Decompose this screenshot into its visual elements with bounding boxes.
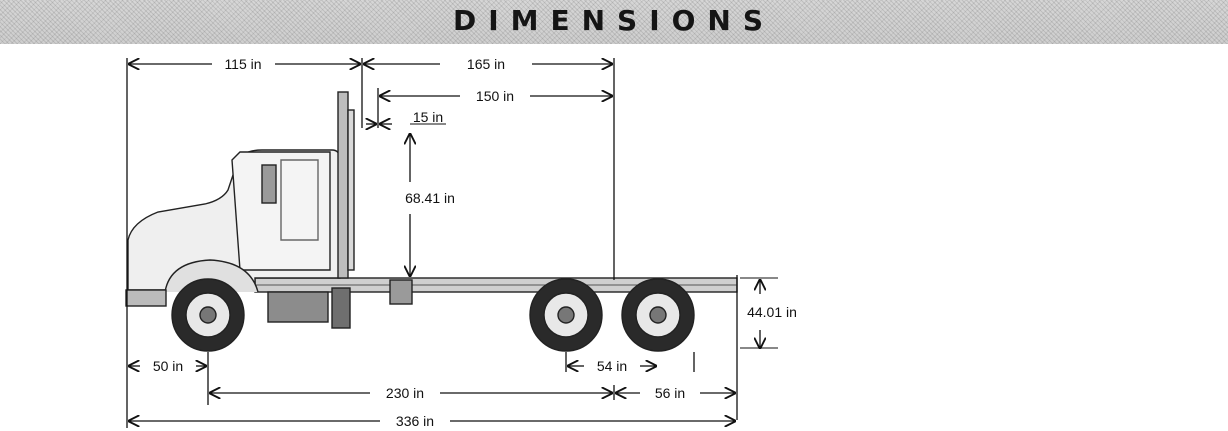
page-title: DIMENSIONS [452, 4, 776, 37]
exhaust-stack [337, 91, 349, 279]
label-cab-height-above-frame: 68.41 in [405, 190, 455, 206]
front-bumper [125, 289, 167, 307]
front-wheel [171, 278, 245, 352]
label-wheelbase: 230 in [386, 385, 424, 401]
rear-wheel-rearward [621, 278, 695, 352]
label-bumper-to-front-axle: 50 in [153, 358, 183, 374]
front-fender [164, 259, 259, 293]
label-cab-clearance: 15 in [413, 109, 443, 125]
label-rear-overhang: 56 in [655, 385, 685, 401]
header-band [0, 0, 1228, 44]
label-back-of-cab-to-end-of-frame: 165 in [467, 56, 505, 72]
label-frame-height: 44.01 in [747, 304, 797, 320]
rear-wheel-forward [529, 278, 603, 352]
label-bumper-to-back-of-cab: 115 in [224, 56, 261, 72]
truck-illustration [125, 91, 738, 352]
fuel-tank [267, 291, 329, 323]
label-tandem-axle-spacing: 54 in [597, 358, 627, 374]
label-clearance-to-end-of-frame: 150 in [476, 88, 514, 104]
cab-window [261, 164, 277, 204]
label-overall-length: 336 in [396, 413, 434, 429]
